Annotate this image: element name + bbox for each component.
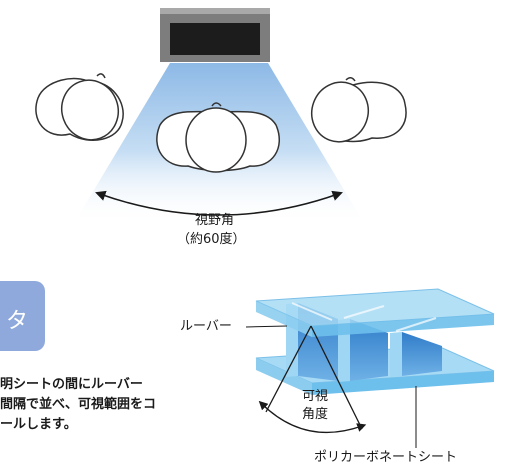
description-line: 間隔で並べ、可視範囲をコ: [0, 397, 157, 412]
section-tab: タ: [0, 281, 45, 351]
louver-leader: [245, 325, 288, 328]
viewer-head-left: [35, 73, 124, 141]
louver-label: ルーバー: [180, 319, 232, 334]
top-sheet: [255, 288, 495, 337]
angle-label: 視野角: [195, 213, 235, 228]
view-angle-arc: [95, 190, 343, 216]
display-screen: [160, 8, 270, 62]
description-line: ールします。: [0, 417, 77, 432]
view-angle-label-1: 可視: [302, 389, 329, 404]
sheet-label: ポリカーボネートシート: [314, 450, 458, 465]
viewer-head-center: [156, 102, 281, 173]
visible-angle-indicator: [258, 325, 367, 433]
description-line: 明シートの間にルーバー: [0, 377, 143, 392]
description-text: 明シートの間にルーバー 間隔で並べ、可視範囲をコ ールします。: [0, 375, 156, 435]
section-tab-label: タ: [6, 309, 29, 334]
view-angle-label-2: 角度: [302, 407, 329, 422]
angle-value: （約60度）: [177, 232, 246, 247]
viewer-head-right: [311, 77, 407, 143]
